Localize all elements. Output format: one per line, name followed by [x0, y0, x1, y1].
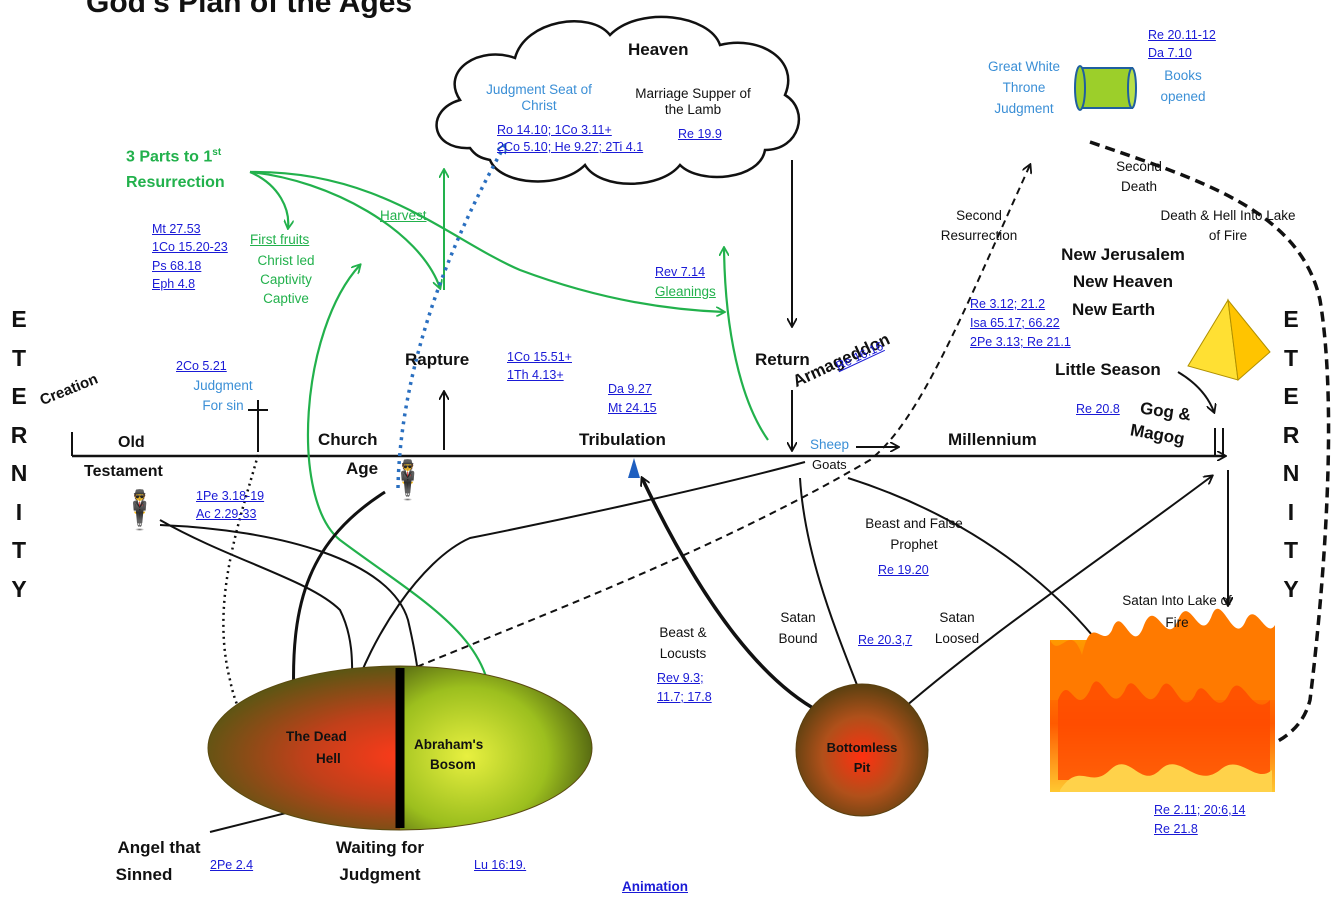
testament-label: Testament	[84, 463, 163, 480]
gwt-ref-1[interactable]: Re 20.11-12	[1148, 28, 1216, 42]
rapture-ref-1[interactable]: 1Co 15.51+	[507, 350, 572, 364]
judgment-seat-label: Judgment Seat of Christ	[486, 82, 592, 113]
first-resurrection-title: 3 Parts to 1st	[126, 147, 222, 166]
heaven-cloud	[435, 15, 801, 185]
millennium-label: Millennium	[948, 430, 1037, 449]
angel-ref[interactable]: 2Pe 2.4	[210, 858, 254, 872]
scroll-icon	[1074, 65, 1137, 111]
gwt-ref-2[interactable]: Da 7.10	[1148, 46, 1192, 60]
little-season-label: Little Season	[1055, 360, 1161, 379]
hell-label: Hell	[316, 751, 341, 766]
first-fruits-ref-2[interactable]: 1Co 15.20-23	[152, 240, 228, 254]
rapture-ref-2[interactable]: 1Th 4.13+	[507, 368, 564, 382]
new-earth-label: New Earth	[1072, 300, 1156, 319]
harvest-label[interactable]: Harvest	[380, 208, 427, 223]
judgment-for-sin-label: Judgment For sin	[193, 378, 253, 413]
waiting-label: Waiting for	[335, 838, 425, 857]
lake-of-fire	[1050, 608, 1275, 792]
age-label: Age	[346, 459, 379, 478]
satan-ref[interactable]: Re 20.3,7	[858, 633, 913, 647]
luke-ref[interactable]: Lu 16:19.	[474, 858, 527, 872]
church-label: Church	[318, 430, 378, 449]
new-jerusalem-label: New Jerusalem	[1061, 245, 1185, 264]
angel-label: Angel that	[117, 838, 201, 857]
satan-bound-label: Satan Bound	[778, 610, 818, 646]
judgment-seat-ref-2[interactable]: 2Co 5.10; He 9.27; 2Ti 4.1	[497, 140, 644, 154]
old-label: Old	[118, 434, 145, 451]
the-dead-label: The Dead	[286, 729, 347, 744]
gleanings-ref[interactable]: Rev 7.14	[655, 265, 706, 279]
abraham-label: Abraham's	[414, 737, 484, 752]
sheep-label: Sheep	[810, 437, 850, 452]
new-ref-2[interactable]: Isa 65.17; 66.22	[970, 316, 1060, 330]
pit-label-2: Pit	[853, 760, 871, 775]
marriage-supper-ref[interactable]: Re 19.9	[678, 127, 722, 141]
beast-prophet-ref[interactable]: Re 19.20	[878, 563, 929, 577]
beast-prophet-label: Beast and False Prophet	[865, 516, 963, 552]
tribulation-ref-1[interactable]: Da 9.27	[608, 382, 652, 396]
pyramid-icon	[1187, 298, 1271, 381]
second-death-label: Second Death	[1116, 159, 1162, 195]
return-label: Return	[755, 350, 810, 369]
new-ref-3[interactable]: 2Pe 3.13; Re 21.1	[970, 335, 1071, 349]
captivity-label: Christ led Captivity Captive	[257, 253, 315, 306]
first-fruits-ref-3[interactable]: Ps 68.18	[152, 259, 202, 273]
satan-loosed-label: Satan Loosed	[934, 610, 980, 646]
second-resurrection-label: Second Resurrection	[940, 208, 1018, 244]
pit-label-1: Bottomless	[826, 740, 898, 755]
heaven-label: Heaven	[628, 40, 689, 59]
bottomless-pit	[795, 683, 929, 817]
beast-locusts-ref-1[interactable]: Rev 9.3;	[657, 671, 704, 685]
sinned-label: Sinned	[115, 865, 173, 884]
tribulation-marker	[628, 458, 640, 478]
bosom-label: Bosom	[430, 757, 476, 772]
new-heaven-label: New Heaven	[1072, 272, 1174, 291]
tribulation-label: Tribulation	[579, 430, 666, 449]
pe-ref-2[interactable]: Ac 2.29-33	[196, 507, 257, 521]
first-fruits-ref-1[interactable]: Mt 27.53	[152, 222, 201, 236]
beast-locusts-label: Beast & Locusts	[659, 625, 707, 661]
hades-ellipse	[207, 665, 593, 831]
new-ref-1[interactable]: Re 3.12; 21.2	[970, 297, 1046, 311]
great-white-throne-label: Great White Throne Judgment	[987, 59, 1061, 116]
books-opened-label: Books opened	[1160, 68, 1206, 104]
pe-ref-1[interactable]: 1Pe 3.18-19	[196, 489, 265, 503]
person-icon-old-testament: 🕴	[116, 490, 164, 532]
page-title: God's Plan of the Ages	[86, 0, 413, 19]
marriage-supper-label: Marriage Supper of the Lamb	[635, 86, 751, 117]
gleanings-label[interactable]: Gleanings	[655, 284, 716, 299]
death-hell-label: Death & Hell Into Lake of Fire	[1160, 208, 1296, 244]
judgment-ref[interactable]: 2Co 5.21	[176, 359, 227, 373]
lake-ref-2[interactable]: Re 21.8	[1154, 822, 1198, 836]
tribulation-ref-2[interactable]: Mt 24.15	[608, 401, 657, 415]
judgment-seat-ref-1[interactable]: Ro 14.10; 1Co 3.11+	[497, 123, 612, 137]
goats-label: Goats	[812, 457, 847, 472]
rapture-label: Rapture	[405, 350, 470, 369]
person-icon-church-age: 🕴	[384, 460, 432, 502]
waiting-judgment-label: Judgment	[339, 865, 421, 884]
first-resurrection-title-2: Resurrection	[126, 174, 225, 191]
beast-locusts-ref-2[interactable]: 11.7; 17.8	[657, 690, 712, 704]
first-fruits-ref-4[interactable]: Eph 4.8	[152, 277, 196, 291]
first-fruits-label[interactable]: First fruits	[250, 232, 310, 247]
little-season-ref[interactable]: Re 20.8	[1076, 402, 1120, 416]
animation-link[interactable]: Animation	[622, 879, 688, 894]
lake-ref-1[interactable]: Re 2.11; 20:6,14	[1154, 803, 1246, 817]
satan-lake-label: Satan Into Lake of Fire	[1122, 593, 1232, 630]
